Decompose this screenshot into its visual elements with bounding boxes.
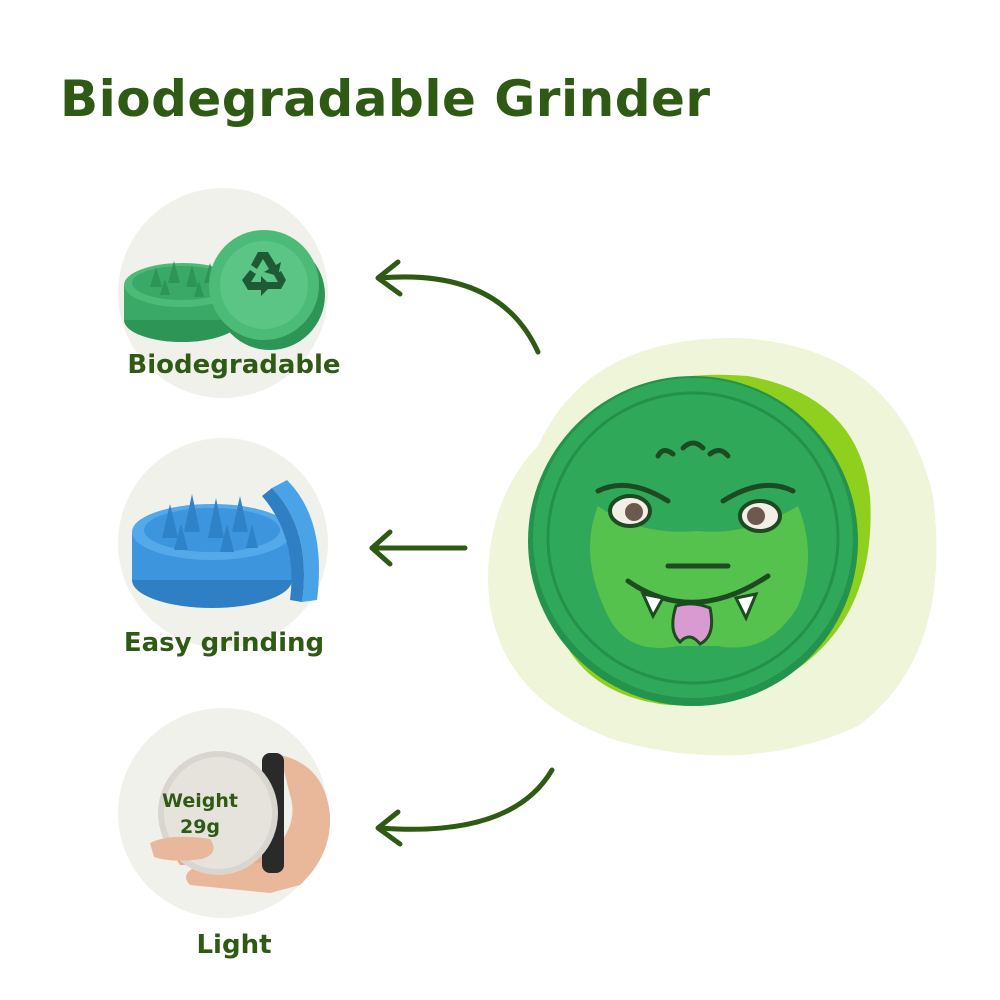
recycle-icon xyxy=(242,252,286,296)
feature-label-easy-grinding: Easy grinding xyxy=(123,628,325,658)
page-title: Biodegradable Grinder xyxy=(60,70,711,128)
weight-value: 29g xyxy=(179,816,221,838)
weight-readout: Weight 29g xyxy=(150,788,250,840)
hand-icon xyxy=(150,751,331,893)
main-product-grinder-image xyxy=(488,337,937,756)
blue-grinder-image xyxy=(132,480,319,608)
feature-label-light: Light xyxy=(196,930,272,960)
weight-label: Weight xyxy=(162,790,238,812)
feature-label-biodegradable: Biodegradable xyxy=(127,350,341,380)
